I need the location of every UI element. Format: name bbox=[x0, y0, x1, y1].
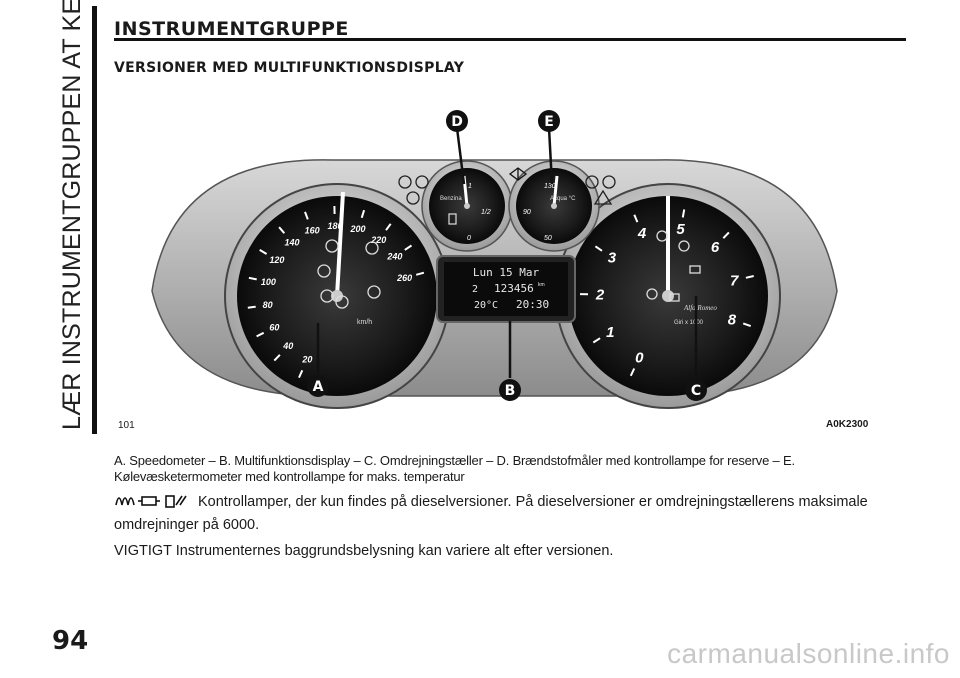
speedo-tick-mark bbox=[404, 244, 413, 251]
tacho-tick-label: 1 bbox=[606, 324, 614, 341]
tacho-tick-mark bbox=[742, 322, 752, 328]
section-subtitle: VERSIONER MED MULTIFUNKTIONSDISPLAY bbox=[114, 60, 465, 76]
callout-letter-d: D bbox=[451, 114, 463, 130]
tacho-tick-label: 6 bbox=[711, 239, 720, 256]
callout-letter-e: E bbox=[544, 114, 554, 130]
callout-badge-a bbox=[307, 375, 329, 397]
callout-badges: A B C D E bbox=[307, 110, 707, 401]
speedo-tick-label: 160 bbox=[305, 226, 320, 236]
display-date: Lun 15 Mar bbox=[473, 266, 540, 279]
callout-lines bbox=[316, 127, 698, 378]
temp-tick-high: 130 bbox=[544, 183, 556, 190]
speedo-tick-label: 260 bbox=[396, 273, 412, 283]
tacho-tick-mark bbox=[722, 231, 730, 239]
speedo-tick-label: 220 bbox=[370, 235, 386, 245]
figure-number: 101 bbox=[118, 420, 135, 431]
figure-code: A0K2300 bbox=[826, 419, 869, 430]
speedo-unit: km/h bbox=[357, 319, 372, 326]
speedo-tick-mark bbox=[385, 223, 392, 231]
speedo-tick-mark bbox=[259, 249, 268, 255]
tacho-tick-mark bbox=[594, 245, 603, 252]
tacho-unit: Giri x 1000 bbox=[674, 320, 704, 326]
multifunction-display: Lun 15 Mar 2 123456 km 20°C 20:30 bbox=[436, 255, 576, 323]
tacho-tick-mark bbox=[592, 337, 601, 344]
speedo-tick-label: 20 bbox=[301, 354, 312, 364]
speedo-tick-label: 100 bbox=[261, 277, 276, 287]
fuel-tick-empty: 0 bbox=[467, 235, 471, 242]
speedo-tick-label: 60 bbox=[269, 322, 279, 332]
speedo-tick-label: 80 bbox=[263, 300, 273, 310]
display-trip: 2 bbox=[472, 284, 478, 295]
speedo-tick-mark bbox=[278, 226, 286, 234]
speedo-tick-mark bbox=[273, 354, 281, 362]
speedo-tick-label: 200 bbox=[349, 224, 365, 234]
temp-tick-mid: 90 bbox=[523, 209, 531, 216]
speedo-tick-mark bbox=[256, 331, 265, 338]
side-tab-bar bbox=[92, 6, 97, 434]
tacho-tick-mark bbox=[633, 214, 639, 223]
speedo-tick-mark bbox=[247, 305, 256, 309]
callout-badge-e bbox=[538, 110, 560, 132]
figure-caption: A. Speedometer – B. Multifunktionsdispla… bbox=[114, 453, 795, 484]
tacho-tick-label: 2 bbox=[595, 287, 605, 304]
tacho-tick-label: 0 bbox=[635, 350, 644, 367]
important-note: VIGTIGT Instrumenternes baggrundsbelysni… bbox=[114, 543, 614, 559]
display-odometer: 123456 bbox=[494, 282, 534, 295]
diesel-note-text: Kontrollamper, der kun findes på dieselv… bbox=[114, 494, 868, 533]
fuel-tick-full: 1 bbox=[468, 183, 472, 190]
diesel-note: Kontrollamper, der kun findes på dieselv… bbox=[114, 492, 904, 535]
speedo-tick-label: 240 bbox=[386, 252, 402, 262]
side-tab: LÆR INSTRUMENTGRUPPEN AT KENDE bbox=[0, 0, 97, 440]
tacho-tick-mark bbox=[629, 368, 636, 377]
speedo-tick-label: 140 bbox=[284, 237, 299, 247]
side-tab-label: LÆR INSTRUMENTGRUPPEN AT KENDE bbox=[58, 0, 86, 430]
tacho-brand: Alfa Romeo bbox=[683, 304, 717, 312]
tacho-tick-mark bbox=[681, 209, 686, 218]
page-title: INSTRUMENTGRUPPE bbox=[114, 18, 349, 40]
coolant-gauge: Acqua °C 130 90 50 bbox=[508, 160, 600, 252]
callout-letter-a: A bbox=[313, 379, 324, 395]
speedo-tick-mark bbox=[298, 369, 304, 379]
temp-label: Acqua °C bbox=[550, 196, 576, 202]
speedo-tick-mark bbox=[360, 209, 366, 219]
speedo-tick-label: 120 bbox=[269, 255, 284, 265]
display-time: 20:30 bbox=[516, 298, 549, 311]
page-number: 94 bbox=[52, 626, 89, 656]
tacho-tick-label: 8 bbox=[728, 311, 737, 328]
tacho-tick-label: 7 bbox=[730, 273, 739, 290]
callout-letter-c: C bbox=[691, 383, 701, 399]
tacho-tick-mark bbox=[745, 275, 754, 279]
callout-letter-b: B bbox=[505, 383, 516, 399]
callout-badge-c bbox=[685, 379, 707, 401]
fuel-tick-half: 1/2 bbox=[481, 209, 491, 216]
watermark: carmanualsonline.info bbox=[667, 638, 950, 669]
fuel-label: Benzina bbox=[440, 196, 462, 202]
speedo-tick-label: 40 bbox=[282, 341, 293, 351]
tacho-tick-label: 5 bbox=[676, 221, 685, 238]
diesel-warning-icons bbox=[114, 493, 194, 515]
speedo-tick-mark bbox=[304, 211, 309, 220]
fuel-gauge: Benzina 1 1/2 0 bbox=[421, 160, 513, 252]
speedo-tick-mark bbox=[415, 271, 425, 276]
speedo-tick-mark bbox=[248, 276, 257, 281]
callout-badge-d bbox=[446, 110, 468, 132]
callout-badge-b bbox=[499, 379, 521, 401]
temp-tick-low: 50 bbox=[544, 235, 552, 242]
speedo-tick-label: 180 bbox=[327, 221, 342, 231]
tacho-tick-label: 3 bbox=[608, 250, 617, 267]
tacho-tick-label: 4 bbox=[637, 225, 647, 242]
title-rule bbox=[114, 38, 906, 41]
display-odo-unit: km bbox=[538, 282, 545, 288]
warning-lights-top bbox=[398, 167, 616, 205]
tachometer: 0 1 2 3 4 5 67 8 Giri x 1000 Alfa Romeo bbox=[555, 183, 781, 409]
display-temperature: 20°C bbox=[474, 300, 498, 311]
